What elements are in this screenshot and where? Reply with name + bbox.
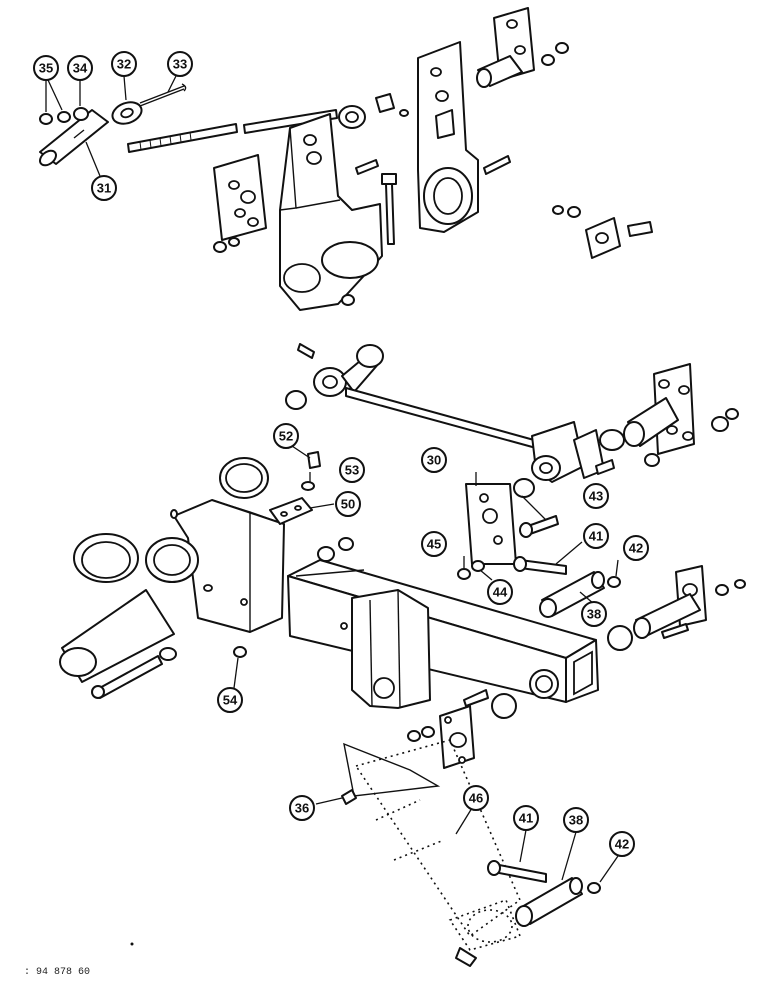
bottom-left-bolt bbox=[91, 646, 247, 699]
right-pivot-arm bbox=[417, 41, 511, 233]
callout-45-label: 45 bbox=[427, 537, 441, 552]
callout-35: 35 bbox=[33, 55, 59, 81]
callout-52-label: 52 bbox=[279, 429, 293, 444]
lower-mount-plate bbox=[407, 689, 517, 769]
pin-38-upper bbox=[539, 571, 605, 618]
callout-33-label: 33 bbox=[173, 57, 187, 72]
callout-41-upper: 41 bbox=[583, 523, 609, 549]
callout-35-label: 35 bbox=[39, 61, 53, 76]
callout-54: 54 bbox=[217, 687, 243, 713]
callout-34-label: 34 bbox=[73, 61, 88, 76]
callout-50-label: 50 bbox=[341, 497, 355, 512]
callout-46: 46 bbox=[463, 785, 489, 811]
callout-54-label: 54 bbox=[223, 693, 238, 708]
nuts-35 bbox=[39, 111, 71, 125]
cross-shaft bbox=[285, 344, 625, 498]
threaded-rod bbox=[127, 109, 338, 153]
rear-right-plate bbox=[607, 565, 746, 651]
rod-eye bbox=[338, 93, 409, 129]
pin-38-lower bbox=[515, 877, 583, 927]
callout-50: 50 bbox=[335, 491, 361, 517]
callout-38-lower-label: 38 bbox=[569, 813, 583, 828]
callout-41-upper-label: 41 bbox=[589, 529, 603, 544]
bolt-52 bbox=[307, 451, 321, 469]
stray-dot bbox=[130, 942, 134, 946]
small-bolt bbox=[355, 159, 379, 175]
upper-linkage-assembly bbox=[39, 7, 653, 311]
callout-42-upper: 42 bbox=[623, 535, 649, 561]
callout-42-lower-label: 42 bbox=[615, 837, 629, 852]
collar-32 bbox=[111, 101, 143, 125]
washer-34 bbox=[73, 107, 89, 121]
pin-31 bbox=[39, 109, 109, 167]
left-mount-plate bbox=[213, 154, 267, 253]
callout-43-label: 43 bbox=[589, 489, 603, 504]
nut-45 bbox=[457, 568, 471, 580]
washer-53 bbox=[301, 481, 315, 491]
callout-53-label: 53 bbox=[345, 463, 359, 478]
pivot-arm bbox=[279, 113, 383, 311]
callout-30: 30 bbox=[421, 447, 447, 473]
long-bolt bbox=[381, 173, 397, 245]
hydraulic-cylinder-46 bbox=[354, 739, 522, 967]
callout-42-lower: 42 bbox=[609, 831, 635, 857]
small-square-plate bbox=[552, 205, 653, 259]
callout-31-label: 31 bbox=[97, 181, 111, 196]
callout-42-upper-label: 42 bbox=[629, 541, 643, 556]
callout-30-label: 30 bbox=[427, 453, 441, 468]
callout-36-label: 36 bbox=[295, 801, 309, 816]
grease-fitting bbox=[297, 343, 315, 359]
callout-44-label: 44 bbox=[493, 585, 508, 600]
nut-42-lower bbox=[587, 882, 601, 894]
right-end-plate bbox=[623, 363, 739, 467]
callout-44: 44 bbox=[487, 579, 513, 605]
bolt-41-upper bbox=[513, 556, 567, 575]
callout-41-lower-label: 41 bbox=[519, 811, 533, 826]
callout-43: 43 bbox=[583, 483, 609, 509]
plate-30 bbox=[465, 483, 517, 565]
callout-36: 36 bbox=[289, 795, 315, 821]
callout-38-upper: 38 bbox=[581, 601, 607, 627]
callout-46-label: 46 bbox=[469, 791, 483, 806]
callout-52: 52 bbox=[273, 423, 299, 449]
callout-38-upper-label: 38 bbox=[587, 607, 601, 622]
tube-bracket bbox=[351, 589, 431, 709]
callout-34: 34 bbox=[67, 55, 93, 81]
figure-reference: : 94 878 60 bbox=[24, 967, 90, 978]
callout-33: 33 bbox=[167, 51, 193, 77]
grease-fitting-36 bbox=[341, 789, 357, 805]
bolt-41-lower bbox=[487, 860, 547, 883]
bolt-43 bbox=[519, 515, 559, 538]
leader-lines bbox=[45, 75, 619, 883]
shield-outline bbox=[343, 742, 441, 797]
main-square-tube bbox=[287, 537, 599, 703]
cotter-pin-33 bbox=[139, 83, 187, 107]
callout-31: 31 bbox=[91, 175, 117, 201]
lower-frame-assembly bbox=[59, 343, 746, 967]
clamp-plate-50 bbox=[269, 497, 313, 525]
callout-32-label: 32 bbox=[117, 57, 131, 72]
callout-41-lower: 41 bbox=[513, 805, 539, 831]
callout-45: 45 bbox=[421, 531, 447, 557]
callout-32: 32 bbox=[111, 51, 137, 77]
callout-53: 53 bbox=[339, 457, 365, 483]
washer-44 bbox=[471, 560, 485, 572]
nut-42-upper bbox=[607, 576, 621, 588]
gearbox-housing bbox=[59, 457, 285, 683]
upper-right-plate bbox=[476, 7, 569, 88]
callout-38-lower: 38 bbox=[563, 807, 589, 833]
